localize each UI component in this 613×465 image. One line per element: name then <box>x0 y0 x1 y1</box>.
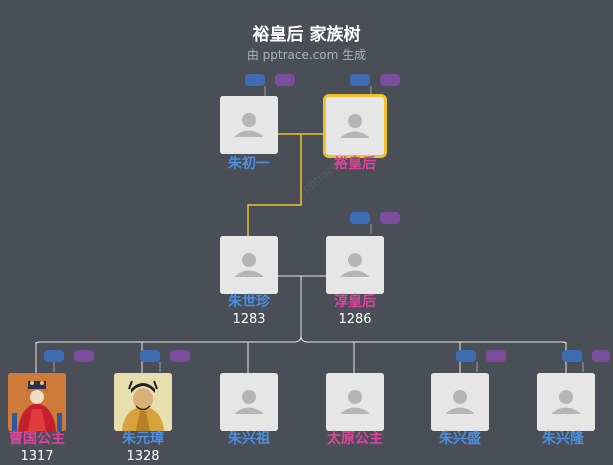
info-badge[interactable] <box>44 350 64 362</box>
person-card-zhu-xingsheng[interactable] <box>431 373 489 431</box>
male-portrait-photo <box>114 373 172 431</box>
person-placeholder-icon <box>220 236 278 294</box>
person-name[interactable]: 朱兴盛 <box>439 431 481 447</box>
person-card-chun-huanghou[interactable] <box>326 236 384 294</box>
relation-badge[interactable] <box>275 74 295 86</box>
person-placeholder-icon <box>220 96 278 154</box>
person-name[interactable]: 裕皇后 <box>334 156 376 172</box>
person-name[interactable]: 朱世珍 <box>228 294 270 310</box>
relation-badge[interactable] <box>592 350 610 362</box>
person-placeholder-icon <box>326 373 384 431</box>
female-portrait-photo <box>8 373 66 431</box>
person-card-zhu-chuyi[interactable] <box>220 96 278 154</box>
person-year: 1286 <box>338 312 372 327</box>
person-placeholder-icon <box>326 236 384 294</box>
person-name[interactable]: 太原公主 <box>327 431 383 447</box>
page-subtitle: 由 pptrace.com 生成 <box>246 48 367 62</box>
relation-badge[interactable] <box>380 212 400 224</box>
person-card-zhu-xinglong[interactable] <box>537 373 595 431</box>
person-year: 1283 <box>232 312 266 327</box>
person-name[interactable]: 朱兴祖 <box>228 431 270 447</box>
person-name[interactable]: 朱兴隆 <box>542 431 584 447</box>
person-card-zhu-yuanzhang[interactable] <box>114 373 172 431</box>
page-title: 裕皇后 家族树 <box>252 25 361 45</box>
info-badge[interactable] <box>456 350 476 362</box>
person-placeholder-icon <box>220 373 278 431</box>
person-card-taiyuan-gongzhu[interactable] <box>326 373 384 431</box>
relation-badge[interactable] <box>380 74 400 86</box>
badge-ticks <box>53 86 584 372</box>
person-name[interactable]: 朱元璋 <box>122 431 164 447</box>
person-year: 1328 <box>126 449 160 464</box>
person-name[interactable]: 曹国公主 <box>9 431 65 447</box>
person-name[interactable]: 淳皇后 <box>334 294 376 310</box>
person-card-yu-huanghou[interactable] <box>326 97 384 155</box>
info-badge[interactable] <box>245 74 265 86</box>
person-placeholder-icon <box>537 373 595 431</box>
person-year: 1317 <box>20 449 54 464</box>
person-placeholder-icon <box>326 97 384 155</box>
info-badge[interactable] <box>350 74 370 86</box>
person-placeholder-icon <box>431 373 489 431</box>
couple-link <box>277 275 326 336</box>
person-name[interactable]: 朱初一 <box>228 156 270 172</box>
info-badge[interactable] <box>350 212 370 224</box>
info-badge[interactable] <box>140 350 160 362</box>
person-card-caoguo-gongzhu[interactable] <box>8 373 66 431</box>
info-badge[interactable] <box>562 350 582 362</box>
relation-badge[interactable] <box>74 350 94 362</box>
relation-badge[interactable] <box>486 350 506 362</box>
person-card-zhu-shizhen[interactable] <box>220 236 278 294</box>
couple-link-highlight <box>247 133 326 236</box>
person-card-zhu-xingzu[interactable] <box>220 373 278 431</box>
relation-badge[interactable] <box>170 350 190 362</box>
